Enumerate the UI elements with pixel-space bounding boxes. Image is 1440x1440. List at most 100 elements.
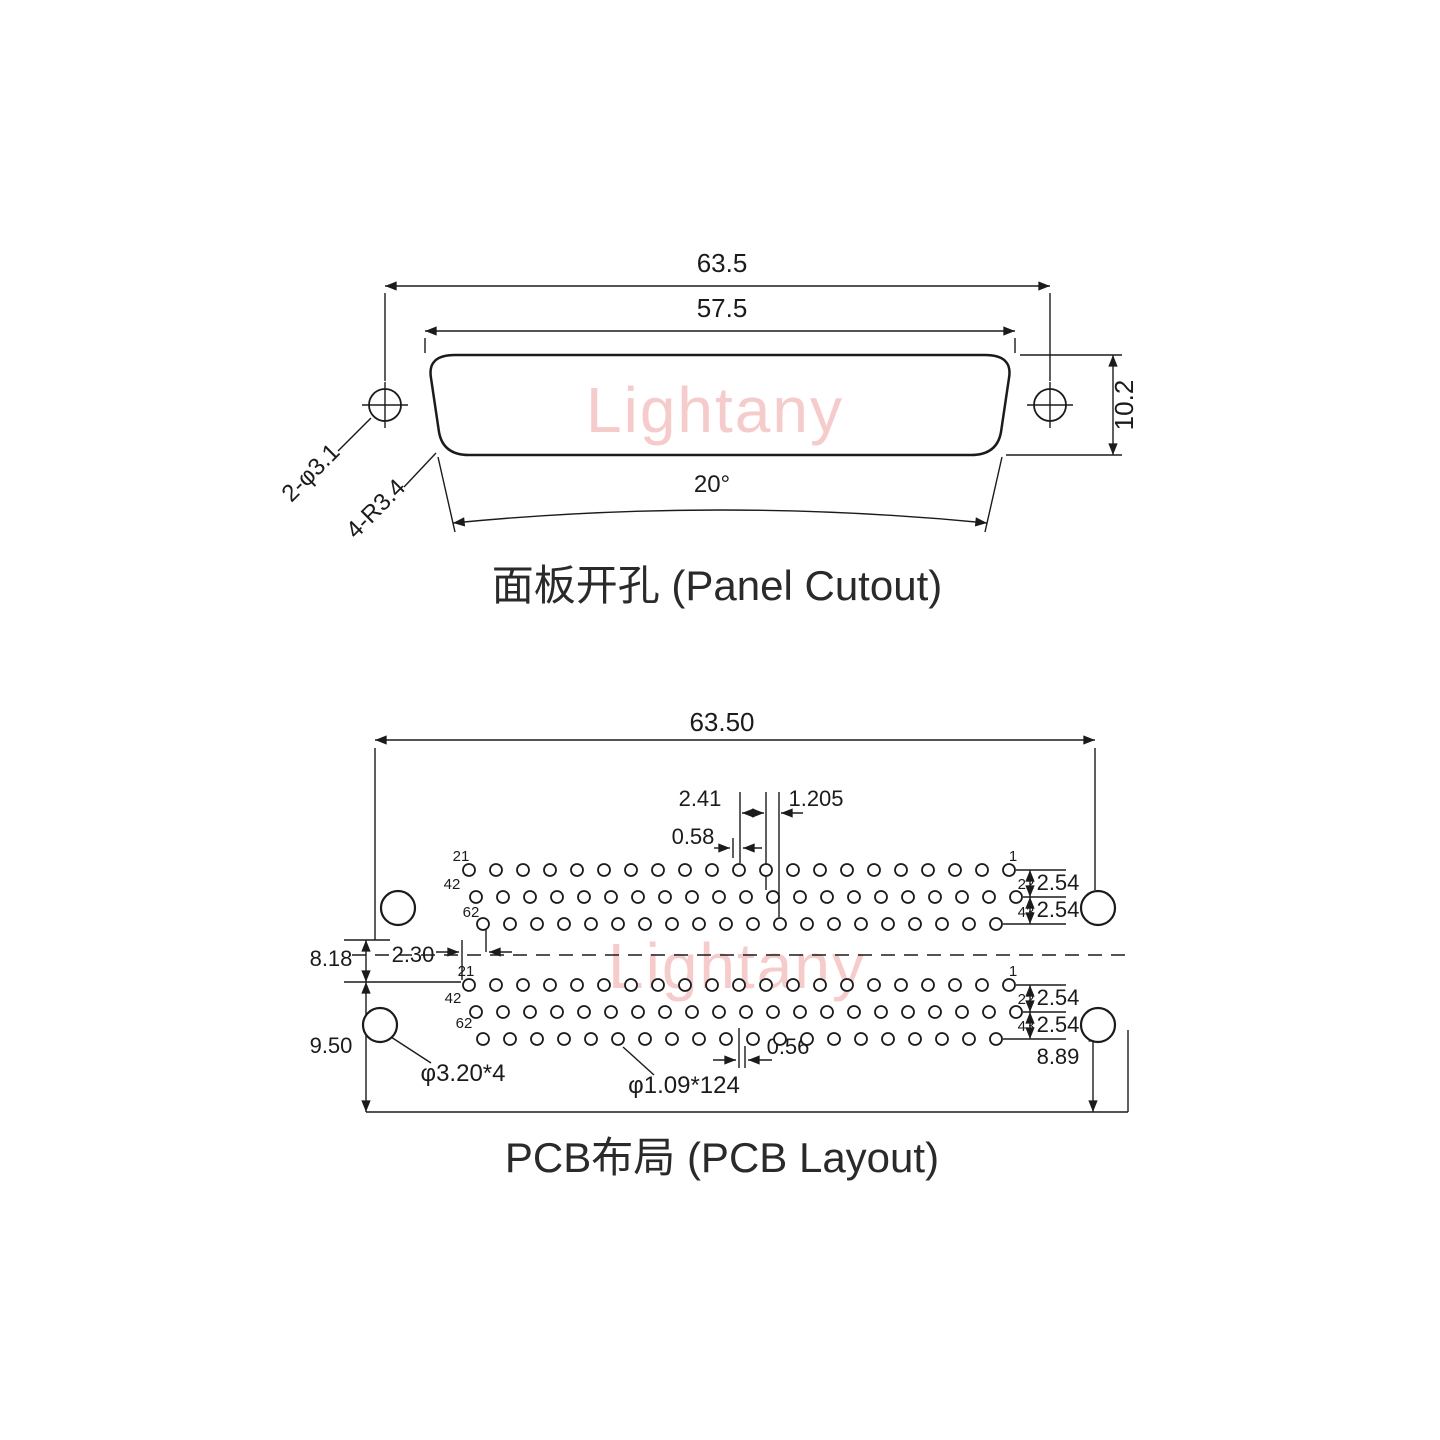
pin-hole [611, 917, 625, 931]
pin-hole [989, 917, 1003, 931]
angle-arc [452, 509, 988, 527]
pin-hole [638, 917, 652, 931]
pin-hole [523, 890, 537, 904]
pin-hole [658, 890, 672, 904]
pin-hole [901, 890, 915, 904]
pin-hole [908, 917, 922, 931]
callout-text-side-holes: 2-φ3.1 [277, 439, 346, 508]
dim-text-height: 10.2 [1109, 380, 1139, 431]
pin-hole [557, 917, 571, 931]
pin-hole [854, 1032, 868, 1046]
pin-hole [732, 863, 746, 877]
pin-hole-grid [462, 863, 1023, 1046]
pin-hole [739, 890, 753, 904]
pin-hole [820, 890, 834, 904]
pin-hole [928, 890, 942, 904]
pin-hole [793, 890, 807, 904]
pin-hole [678, 978, 692, 992]
pin-hole [489, 863, 503, 877]
pin-label: 42 [445, 990, 462, 1007]
dim-text-row-pitch: 2.54 [1037, 985, 1080, 1010]
center-top-dims: 2.41 1.205 0.58 [672, 786, 844, 917]
pin-hole [469, 1005, 483, 1019]
watermarks: Lightany Lightany [586, 374, 864, 1002]
pin-hole [651, 978, 665, 992]
dim-text-col-b: 1.205 [788, 786, 843, 811]
pin-hole [759, 978, 773, 992]
pin-hole [462, 863, 476, 877]
pin-label: 62 [456, 1015, 473, 1032]
leader-line [337, 417, 372, 452]
dim-outer-width: 63.5 [384, 248, 1051, 381]
pin-hole [665, 917, 679, 931]
pin-hole [759, 863, 773, 877]
callout-text-mount-holes: φ3.20*4 [421, 1060, 506, 1087]
pin-hole [867, 978, 881, 992]
pin-hole [962, 1032, 976, 1046]
pin-hole [766, 890, 780, 904]
pin-hole [550, 1005, 564, 1019]
pin-hole [766, 1005, 780, 1019]
pin-hole [732, 978, 746, 992]
pin-hole [739, 1005, 753, 1019]
dim-text-overall-width: 63.50 [689, 707, 754, 737]
callout-text-pin-holes: φ1.09*124 [628, 1072, 740, 1099]
callout-pin-holes: φ1.09*124 [622, 1046, 740, 1099]
pin-hole [476, 917, 490, 931]
pin-hole [604, 890, 618, 904]
pin-hole [894, 863, 908, 877]
pin-hole [530, 917, 544, 931]
dim-text-outer-width: 63.5 [697, 248, 748, 278]
pin-hole [820, 1005, 834, 1019]
dim-text-col-a: 2.41 [679, 786, 722, 811]
pcb-title: PCB布局 (PCB Layout) [505, 1134, 939, 1181]
pin-hole [827, 917, 841, 931]
pin-hole [800, 1032, 814, 1046]
panel-title: 面板开孔 (Panel Cutout) [492, 562, 942, 609]
dim-inner-width: 57.5 [424, 293, 1016, 353]
pin-hole [793, 1005, 807, 1019]
dim-text-row-pitch: 2.54 [1037, 897, 1080, 922]
pin-hole [955, 890, 969, 904]
dim-text-left-col: 2.30 [392, 942, 435, 967]
pin-hole [982, 890, 996, 904]
dim-text-inner-width: 57.5 [697, 293, 748, 323]
dim-text-col-c: 0.58 [672, 824, 715, 849]
pin-hole [894, 978, 908, 992]
panel-mount-hole-right [1027, 382, 1073, 428]
pin-hole [989, 1032, 1003, 1046]
pin-hole [584, 1032, 598, 1046]
dim-text-right-lower: 8.89 [1037, 1044, 1080, 1069]
pin-hole [975, 863, 989, 877]
dim-text-left-lower: 9.50 [310, 1033, 353, 1058]
pin-hole [624, 978, 638, 992]
pin-hole [489, 978, 503, 992]
pin-label: 62 [463, 904, 480, 921]
pin-hole [719, 917, 733, 931]
pin-hole [584, 917, 598, 931]
angle-line [984, 456, 1003, 533]
pin-hole [827, 1032, 841, 1046]
pin-hole [624, 863, 638, 877]
pin-hole [712, 1005, 726, 1019]
pin-hole [1009, 1005, 1023, 1019]
pin-hole [638, 1032, 652, 1046]
pin-label: 43 [1018, 904, 1035, 921]
pin-label: 42 [444, 876, 461, 893]
pin-hole [840, 978, 854, 992]
callout-mount-holes: φ3.20*4 [390, 1036, 506, 1087]
leader-line [622, 1046, 655, 1076]
pin-hole [935, 917, 949, 931]
pin-hole [746, 917, 760, 931]
dim-angle: 20° [437, 456, 1003, 533]
pin-hole [658, 1005, 672, 1019]
pin-hole [955, 1005, 969, 1019]
dim-text-row-pitch: 2.54 [1037, 870, 1080, 895]
pin-hole [543, 863, 557, 877]
right-pitch-dims-upper: 2.54 2.54 [1003, 869, 1080, 925]
pin-hole [631, 1005, 645, 1019]
leader-line [390, 1036, 432, 1064]
angle-line [437, 456, 456, 533]
dim-left-col: 2.30 [392, 930, 512, 980]
